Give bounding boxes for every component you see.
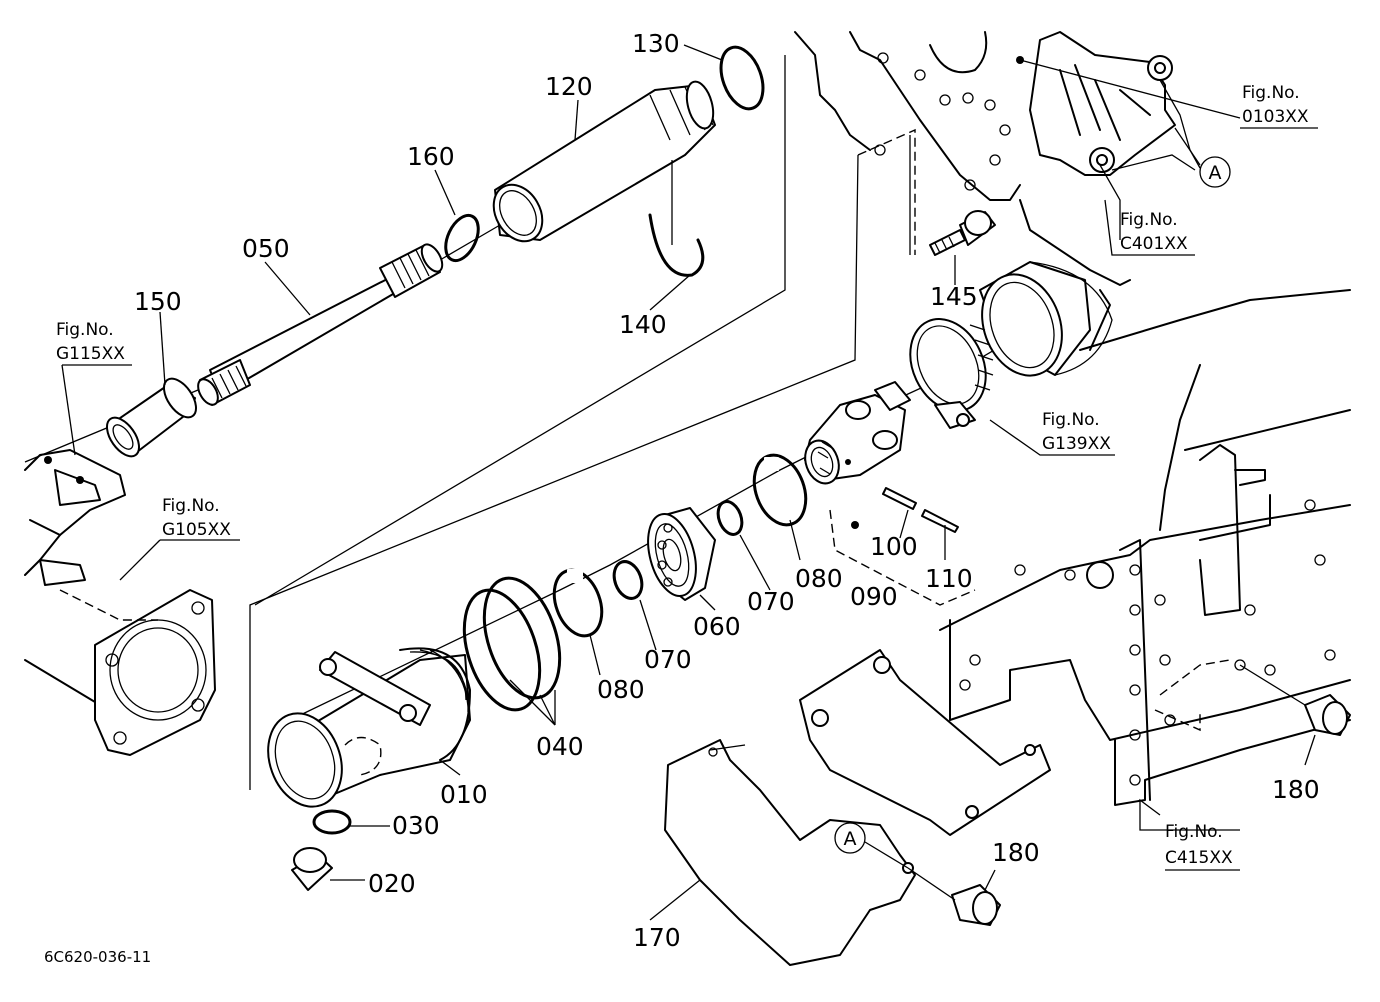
label-090: 090 (850, 582, 898, 611)
part-070-snap-ring-lower (612, 560, 644, 600)
fig-ref-g105-label: Fig.No. (162, 496, 220, 516)
label-050: 050 (242, 234, 290, 263)
label-100: 100 (870, 532, 918, 561)
callout-a-lower-text: A (844, 828, 857, 850)
label-030: 030 (392, 811, 440, 840)
part-170-guard-plate (649, 649, 1051, 966)
label-140: 140 (619, 310, 667, 339)
part-180-plug-right (1239, 664, 1351, 736)
left-bracket (24, 449, 126, 586)
label-170: 170 (633, 923, 681, 952)
label-020: 020 (368, 869, 416, 898)
part-050-shaft (197, 243, 444, 406)
label-160: 160 (407, 142, 455, 171)
part-130-o-ring (719, 45, 765, 111)
part-140-circlip (648, 160, 705, 277)
hose-clamp (909, 318, 994, 429)
part-030-o-ring (312, 809, 390, 835)
fig-ref-c415-label: Fig.No. (1165, 822, 1223, 842)
fig-ref-g115-label: Fig.No. (56, 320, 114, 340)
label-060: 060 (693, 612, 741, 641)
part-110-spring-pin (921, 509, 959, 533)
part-120-sleeve (492, 80, 716, 243)
label-070-upper: 070 (747, 587, 795, 616)
label-110: 110 (925, 564, 973, 593)
universal-joint (804, 381, 911, 485)
left-flange (24, 589, 216, 756)
leader-lines (61, 44, 1318, 891)
fig-ref-c415-code: C415XX (1165, 848, 1233, 868)
collar-sleeve (979, 261, 1113, 377)
part-090-marker (851, 521, 859, 529)
label-180-lower: 180 (992, 838, 1040, 867)
label-080-upper: 080 (795, 564, 843, 593)
callout-a-upper: A (1174, 127, 1231, 188)
part-180-plug-lower (907, 867, 1001, 926)
label-120: 120 (545, 72, 593, 101)
fig-ref-c401-code: C401XX (1120, 234, 1188, 254)
fig-ref-g139-code: G139XX (1042, 434, 1111, 454)
part-160-o-ring (444, 213, 480, 263)
label-010: 010 (440, 780, 488, 809)
part-100-spring-pin (882, 487, 917, 510)
callout-a-upper-text: A (1209, 162, 1222, 184)
diagram-code: 6C620-036-11 (44, 948, 151, 966)
label-145: 145 (930, 282, 978, 311)
label-150: 150 (134, 287, 182, 316)
part-080-snap-ring-lower (552, 568, 604, 638)
label-080-lower: 080 (597, 675, 645, 704)
fig-ref-g115-code: G115XX (56, 344, 125, 364)
part-labels: 130 120 160 050 150 140 145 100 110 090 … (134, 29, 1320, 952)
part-020-plug (291, 847, 365, 891)
part-010-housing (267, 647, 471, 808)
label-070-lower: 070 (644, 645, 692, 674)
label-180-right: 180 (1272, 775, 1320, 804)
figure-references: Fig.No. 0103XX Fig.No. C401XX Fig.No. G1… (56, 83, 1309, 868)
label-040: 040 (536, 732, 584, 761)
callout-a-lower: A (834, 822, 909, 869)
dashed-assembly-boundary (829, 128, 976, 606)
engine-housing-outline (794, 31, 1021, 201)
fig-ref-g139-label: Fig.No. (1042, 410, 1100, 430)
part-060-bearing (647, 507, 716, 601)
label-130: 130 (632, 29, 680, 58)
fig-ref-g105-code: G105XX (162, 520, 231, 540)
part-150-bushing (106, 377, 197, 458)
fig-ref-0103-label: Fig.No. (1242, 83, 1300, 103)
frame-outline (939, 199, 1351, 806)
mount-bracket-outline (1016, 31, 1241, 240)
fig-ref-c401-label: Fig.No. (1120, 210, 1178, 230)
fig-ref-0103-code: 0103XX (1242, 107, 1309, 127)
part-145-bolt (929, 210, 996, 256)
part-070-snap-ring-upper (716, 500, 744, 536)
part-080-snap-ring-upper (752, 453, 808, 527)
